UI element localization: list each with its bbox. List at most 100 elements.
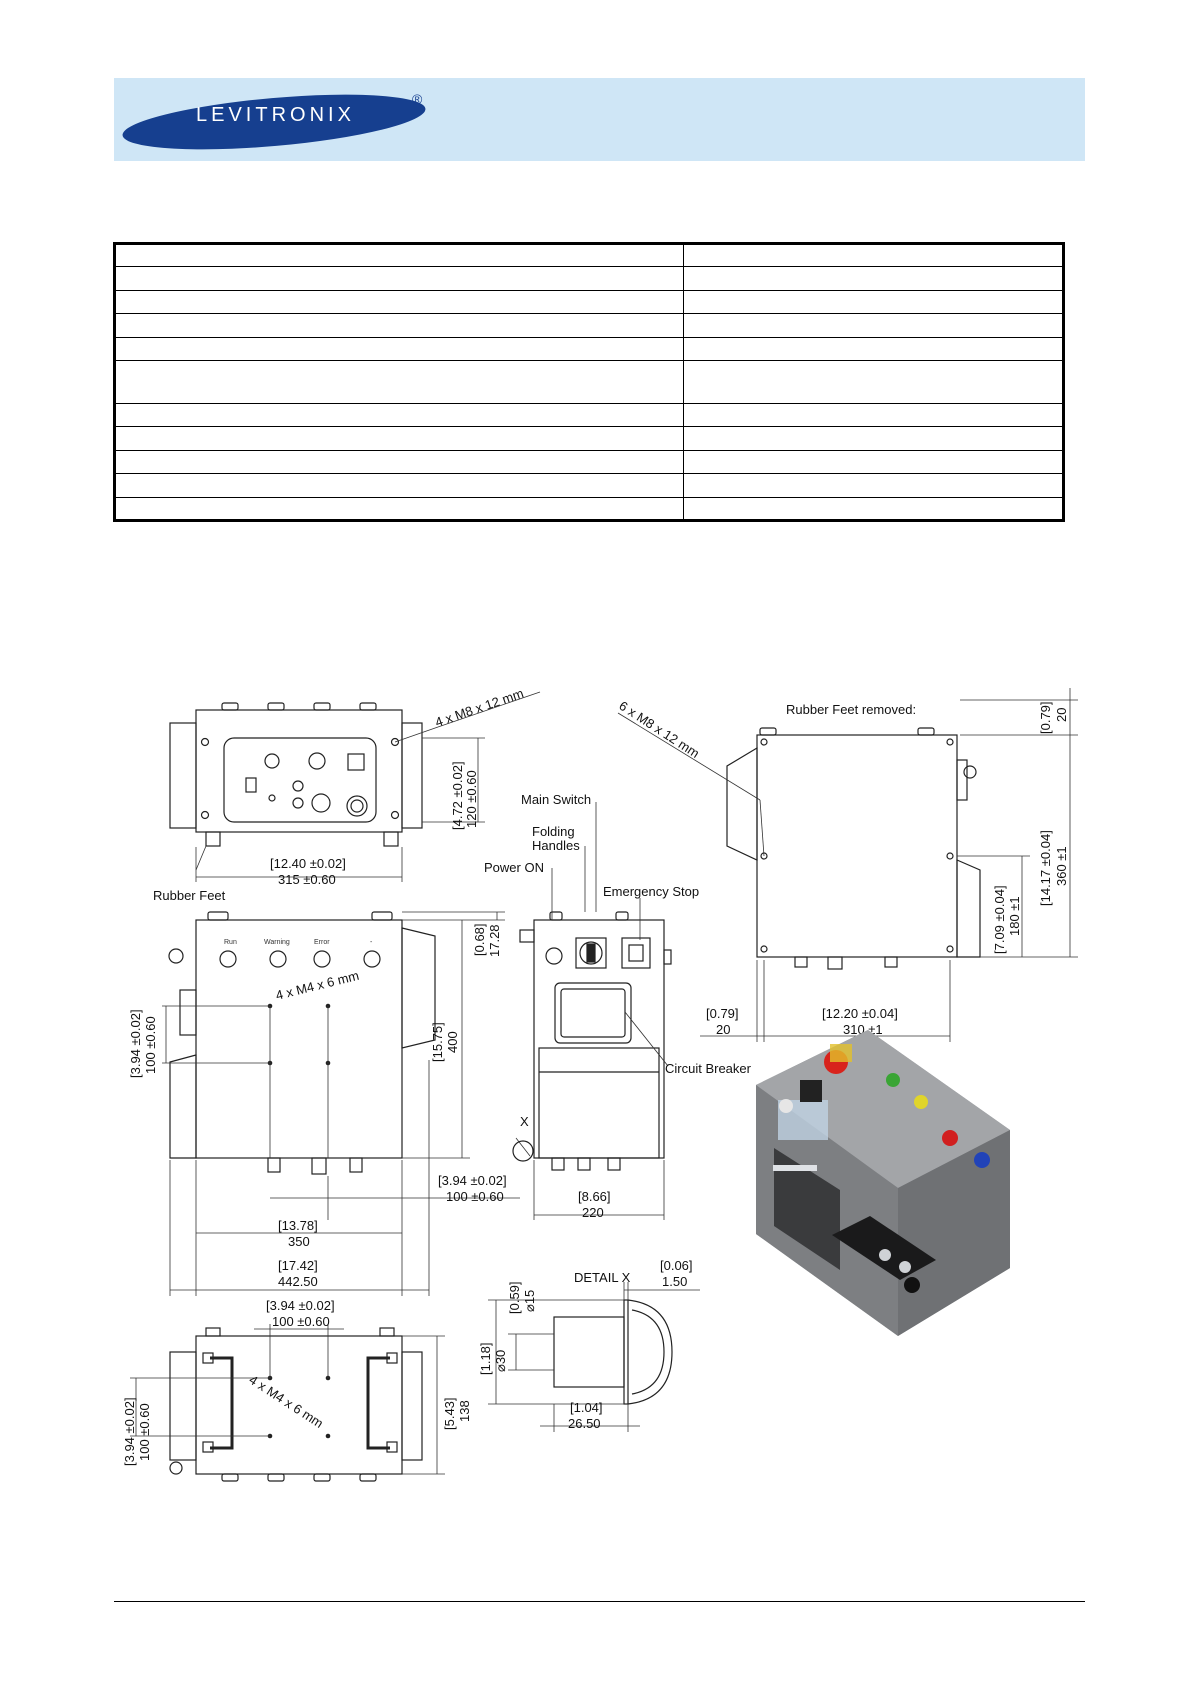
label-back-mid-mm: 180 ±1 — [1007, 896, 1022, 936]
label-back-height-in: [14.17 ±0.04] — [1038, 830, 1053, 906]
spec-value-cell — [683, 496, 1064, 522]
specification-table — [113, 242, 1065, 522]
spec-row — [114, 289, 1064, 315]
top-view — [169, 1327, 423, 1482]
side-view-holes — [267, 1003, 331, 1066]
spec-value-cell — [683, 449, 1064, 475]
label-side-top-mm: 17.28 — [487, 924, 502, 957]
label-side-height-mm: 400 — [445, 1031, 460, 1053]
end-view — [512, 911, 672, 1171]
label-detail-gap-in: [0.06] — [660, 1258, 693, 1273]
label-detail-marker: X — [520, 1114, 529, 1129]
spec-value-cell — [683, 336, 1064, 362]
footer-rule — [114, 1601, 1085, 1602]
spec-row — [114, 242, 1064, 268]
side-view — [168, 911, 436, 1175]
label-top-hole-h-mm: 100 ±0.60 — [137, 1403, 152, 1461]
spec-row — [114, 496, 1064, 522]
spec-value-cell — [683, 360, 1064, 404]
label-end-width-in: [8.66] — [578, 1189, 611, 1204]
spec-label-cell — [114, 336, 684, 362]
levitronix-logo: LEVITRONIX ® — [122, 91, 426, 150]
label-top-hole-w-in: [3.94 ±0.02] — [266, 1298, 335, 1313]
spec-label-cell — [114, 266, 684, 291]
label-back-screws: 6 x M8 x 12 mm — [616, 698, 702, 761]
label-top-depth-in: [5.43] — [442, 1397, 457, 1430]
spec-row — [114, 336, 1064, 362]
label-main-switch: Main Switch — [521, 792, 591, 807]
spec-label-cell — [114, 313, 684, 338]
front-view — [169, 702, 423, 847]
spec-value-cell — [683, 242, 1064, 268]
label-back-mid-in: [7.09 ±0.04] — [992, 885, 1007, 954]
error-led-icon — [942, 1130, 958, 1146]
label-top-depth-mm: 138 — [457, 1400, 472, 1422]
spec-label-cell — [114, 473, 684, 498]
label-side-hole-w-in: [3.94 ±0.02] — [438, 1173, 507, 1188]
top-view-dimensions — [130, 1324, 445, 1475]
label-detail-len-mm: 26.50 — [568, 1416, 601, 1431]
warning-led-icon — [914, 1095, 928, 1109]
label-front-mount-screws: 4 x M8 x 12 mm — [433, 686, 525, 730]
label-side-height-in: [15.75] — [430, 1022, 445, 1062]
front-view-dimensions — [195, 691, 541, 882]
detail-x-title: DETAIL X — [574, 1270, 631, 1285]
spec-value-cell — [683, 402, 1064, 428]
spec-label-cell — [114, 426, 684, 451]
spec-value-cell — [683, 426, 1064, 451]
label-detail-d15-mm: ⌀15 — [522, 1290, 537, 1312]
label-detail-len-in: [1.04] — [570, 1400, 603, 1415]
run-led-icon — [886, 1073, 900, 1087]
label-back-top-mm: 20 — [1054, 708, 1069, 722]
label-emergency-stop: Emergency Stop — [603, 884, 699, 899]
label-back-width-mm: 310 ±1 — [843, 1022, 883, 1037]
label-detail-gap-mm: 1.50 — [662, 1274, 687, 1289]
label-side-holes: 4 x M4 x 6 mm — [274, 968, 360, 1003]
spec-row — [114, 426, 1064, 451]
label-side-total-mm: 442.50 — [278, 1274, 318, 1289]
label-back-left-mm: 20 — [716, 1022, 730, 1037]
label-back-left-in: [0.79] — [706, 1006, 739, 1021]
label-power-on: Power ON — [484, 860, 544, 875]
isometric-product-image — [756, 1030, 1010, 1336]
logo-wordmark: LEVITRONIX — [196, 104, 355, 126]
label-side-hole-h-in: [3.94 ±0.02] — [128, 1009, 143, 1078]
label-side-feet-in: [13.78] — [278, 1218, 318, 1233]
spec-value-cell — [683, 473, 1064, 498]
label-circuit-breaker: Circuit Breaker — [665, 1061, 752, 1076]
detail-x-dimensions — [488, 1282, 700, 1432]
label-top-hole-w-mm: 100 ±0.60 — [272, 1314, 330, 1329]
end-view-leaders — [515, 802, 669, 1220]
dimension-drawing: 4 x M8 x 12 mm [12.40 ±0.02] 315 ±0.60 [… — [122, 686, 1078, 1482]
spec-value-cell — [683, 289, 1064, 315]
registered-mark: ® — [412, 91, 423, 107]
label-front-height-in: [4.72 ±0.02] — [450, 761, 465, 830]
spec-label-cell — [114, 360, 684, 404]
label-top-holes: 4 x M4 x 6 mm — [246, 1372, 326, 1431]
label-front-width-mm: 315 ±0.60 — [278, 872, 336, 887]
label-end-width-mm: 220 — [582, 1205, 604, 1220]
spec-row — [114, 473, 1064, 498]
led-label-dash: - — [370, 939, 373, 946]
detail-x-view — [553, 1299, 673, 1405]
spec-label-cell — [114, 496, 684, 522]
back-view — [726, 727, 981, 970]
label-folding-handles-2: Handles — [532, 838, 580, 853]
label-side-hole-h-mm: 100 ±0.60 — [143, 1016, 158, 1074]
label-detail-d30-in: [1.18] — [478, 1342, 493, 1375]
spec-row — [114, 449, 1064, 475]
spec-value-cell — [683, 313, 1064, 338]
blue-led-icon — [974, 1152, 990, 1168]
spec-label-cell — [114, 289, 684, 315]
label-side-hole-w-mm: 100 ±0.60 — [446, 1189, 504, 1204]
label-front-width-in: [12.40 ±0.02] — [270, 856, 346, 871]
led-label-warning: Warning — [264, 939, 290, 946]
label-side-top-in: [0.68] — [472, 923, 487, 956]
spec-label-cell — [114, 449, 684, 475]
label-side-total-in: [17.42] — [278, 1258, 318, 1273]
label-rubber-feet: Rubber Feet — [153, 888, 226, 903]
label-top-hole-h-in: [3.94 ±0.02] — [122, 1397, 137, 1466]
label-side-feet-mm: 350 — [288, 1234, 310, 1249]
label-back-height-mm: 360 ±1 — [1054, 846, 1069, 886]
spec-value-cell — [683, 266, 1064, 291]
